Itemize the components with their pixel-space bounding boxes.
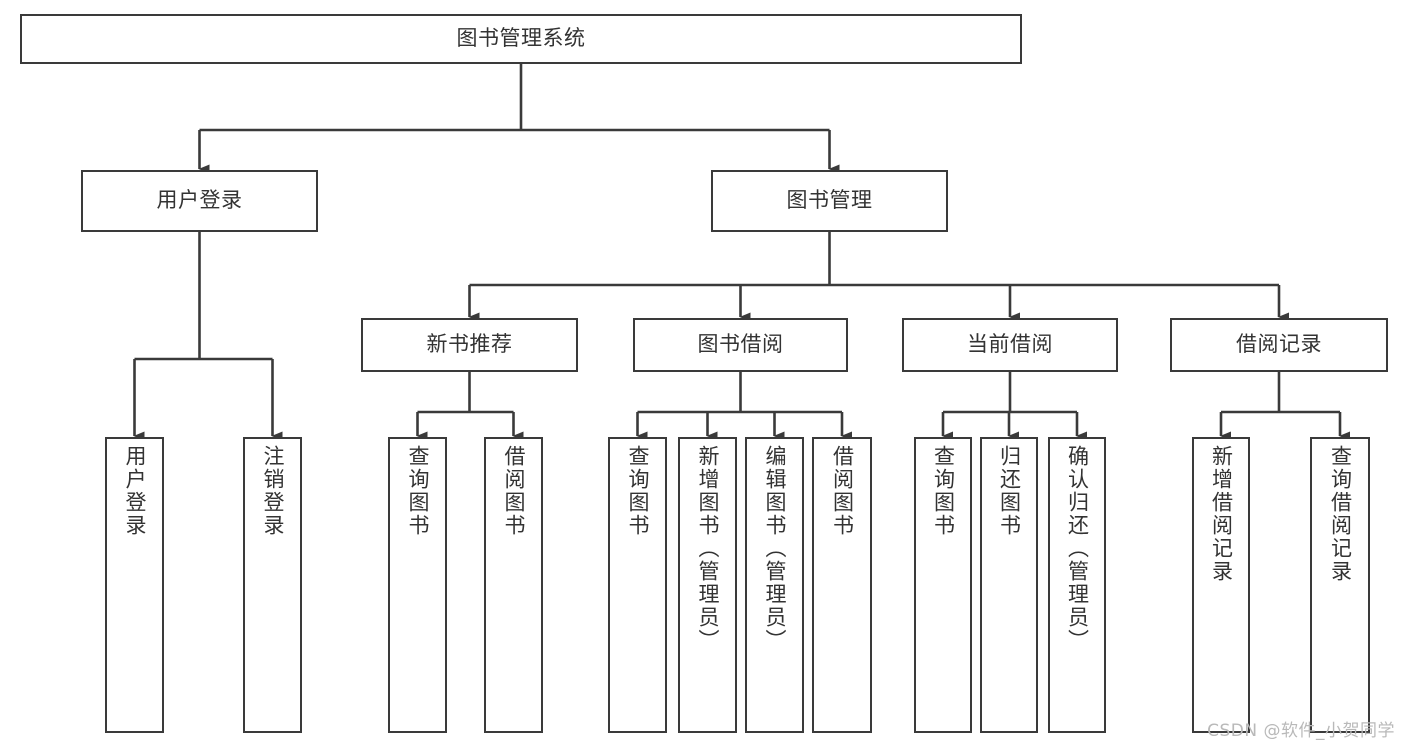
node-label: 新增借阅记录 xyxy=(1209,445,1234,583)
node-borrow-record[interactable]: 借阅记录 xyxy=(1170,318,1388,372)
node-label: 归还图书 xyxy=(997,445,1022,537)
node-root[interactable]: 图书管理系统 xyxy=(20,14,1022,64)
node-label: 当前借阅 xyxy=(967,332,1053,357)
node-label: 新书推荐 xyxy=(426,332,513,357)
node-leaf-borrow-book-2[interactable]: 借阅图书 xyxy=(812,437,872,733)
node-label: 图书借阅 xyxy=(697,332,784,357)
node-leaf-borrow-book-1[interactable]: 借阅图书 xyxy=(484,437,543,733)
node-leaf-query-book-3[interactable]: 查询图书 xyxy=(914,437,972,733)
node-label: 借阅图书 xyxy=(502,445,526,537)
node-leaf-add-book[interactable]: 新增图书（管理员） xyxy=(678,437,737,733)
node-label: 借阅记录 xyxy=(1236,332,1322,357)
node-label: 查询图书 xyxy=(626,445,650,537)
node-label: 图书管理系统 xyxy=(456,26,586,51)
node-new-book-rec[interactable]: 新书推荐 xyxy=(361,318,578,372)
node-user-login[interactable]: 用户登录 xyxy=(81,170,318,232)
node-leaf-confirm-return[interactable]: 确认归还（管理员） xyxy=(1048,437,1106,733)
node-current-borrow[interactable]: 当前借阅 xyxy=(902,318,1118,372)
node-label: 用户登录 xyxy=(156,188,243,213)
node-label: 图书管理 xyxy=(786,188,873,213)
node-label: 用户登录 xyxy=(123,445,147,537)
node-leaf-query-book-1[interactable]: 查询图书 xyxy=(388,437,447,733)
node-leaf-logout[interactable]: 注销登录 xyxy=(243,437,302,733)
node-label: 新增图书（管理员） xyxy=(696,445,720,652)
node-leaf-user-login[interactable]: 用户登录 xyxy=(105,437,164,733)
node-label: 查询图书 xyxy=(931,445,956,537)
node-leaf-query-book-2[interactable]: 查询图书 xyxy=(608,437,667,733)
node-label: 借阅图书 xyxy=(830,445,855,537)
node-leaf-query-record[interactable]: 查询借阅记录 xyxy=(1310,437,1370,733)
node-label: 查询借阅记录 xyxy=(1328,445,1353,583)
node-leaf-return-book[interactable]: 归还图书 xyxy=(980,437,1038,733)
node-leaf-add-record[interactable]: 新增借阅记录 xyxy=(1192,437,1250,733)
node-book-borrow[interactable]: 图书借阅 xyxy=(633,318,848,372)
connector-group xyxy=(133,64,1350,441)
node-label: 注销登录 xyxy=(261,445,285,537)
node-label: 确认归还（管理员） xyxy=(1065,445,1090,652)
node-book-manage[interactable]: 图书管理 xyxy=(711,170,948,232)
node-label: 编辑图书（管理员） xyxy=(763,445,787,652)
node-label: 查询图书 xyxy=(406,445,430,537)
node-leaf-edit-book[interactable]: 编辑图书（管理员） xyxy=(745,437,804,733)
